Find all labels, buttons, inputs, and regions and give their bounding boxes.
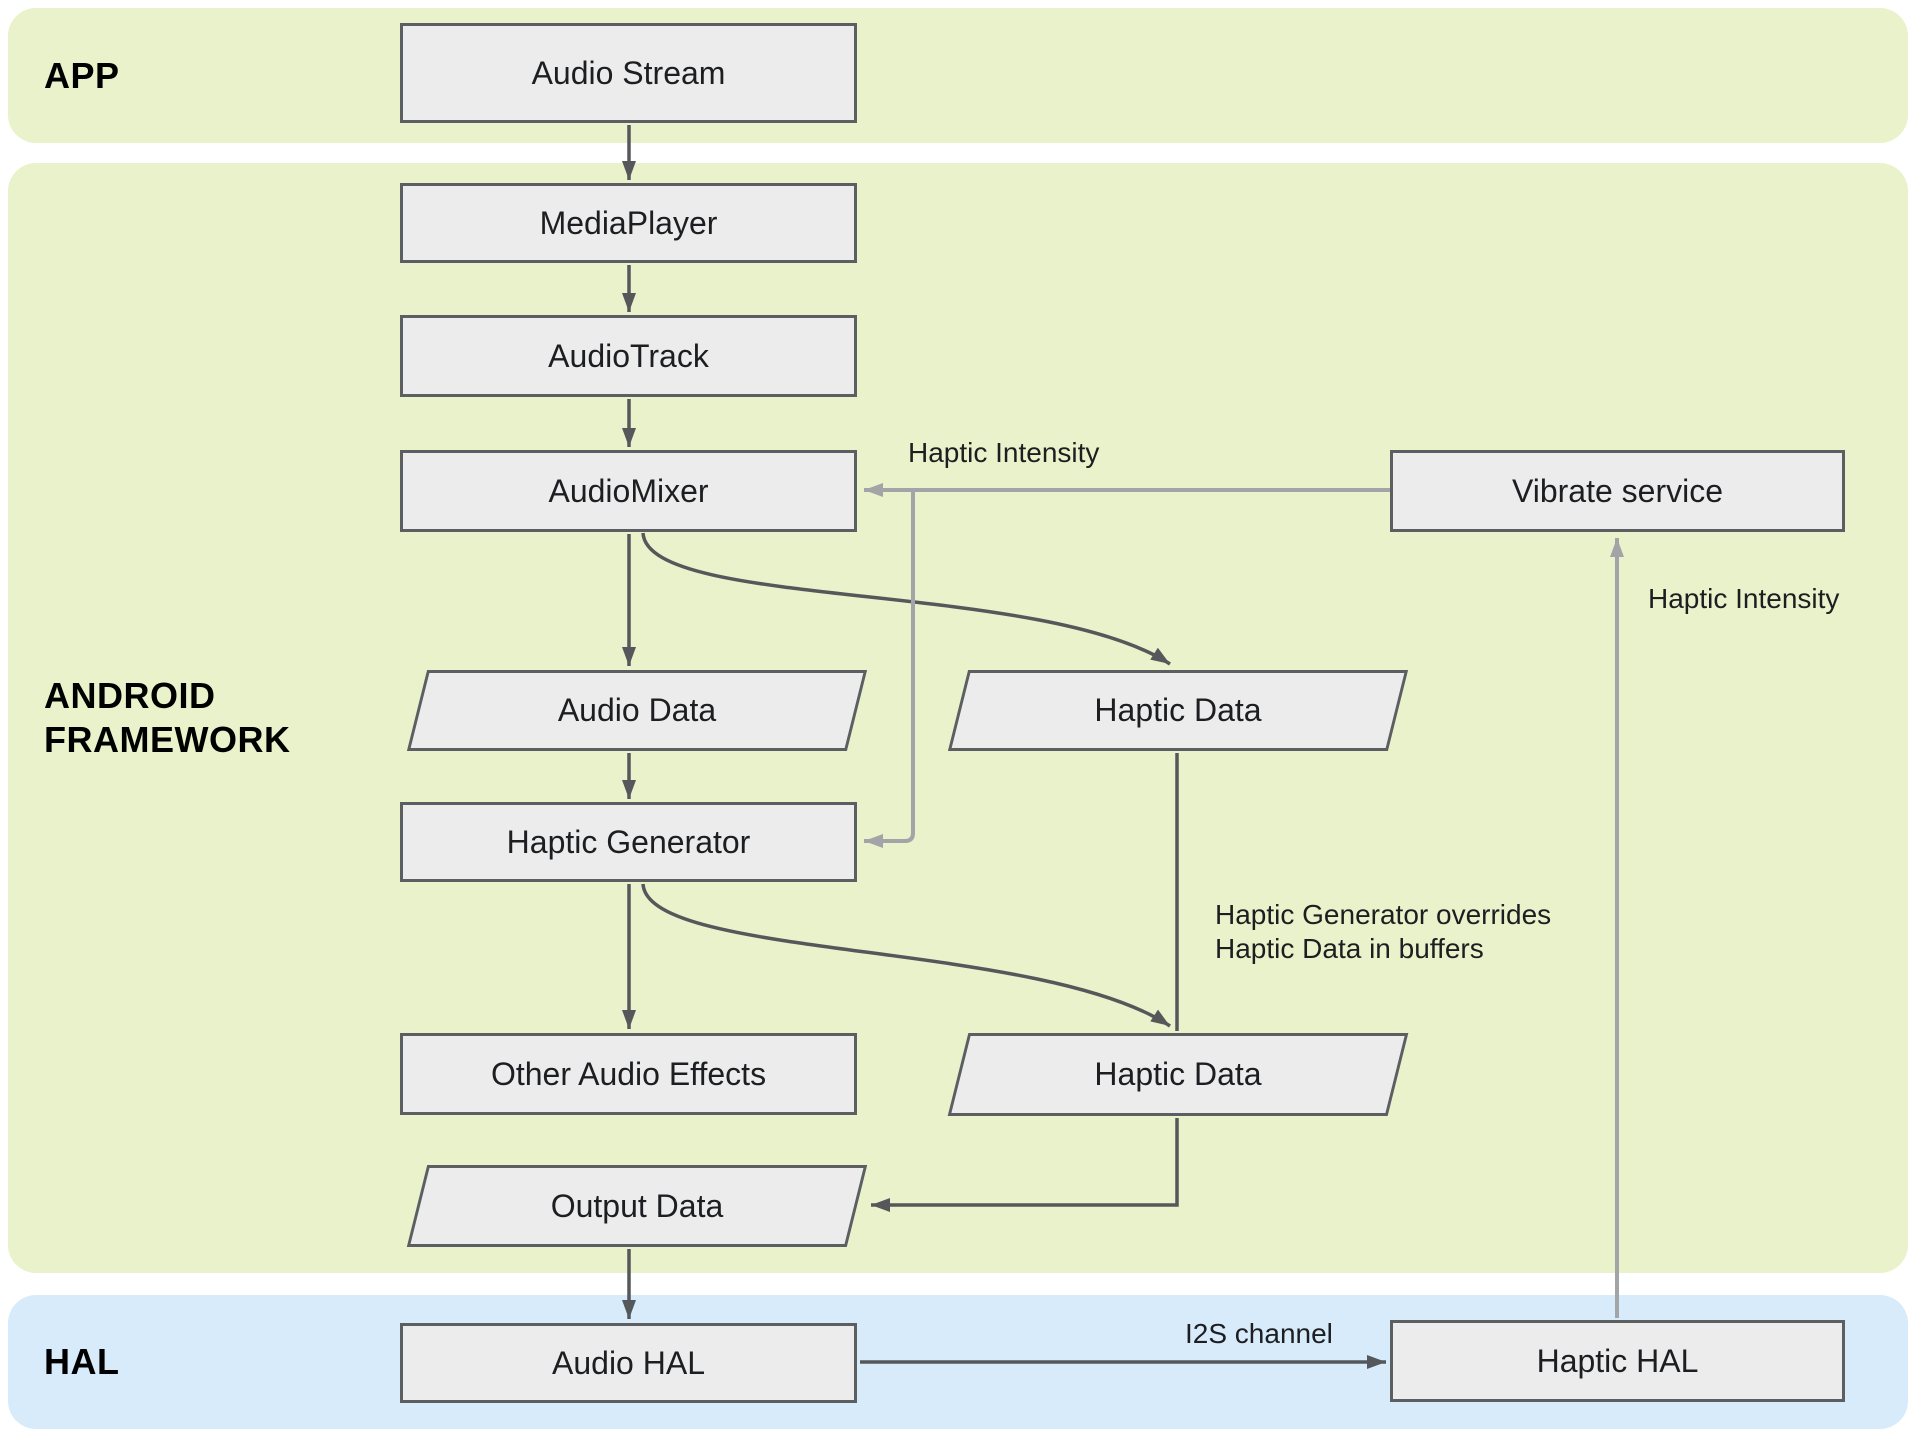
edge-haptic-generator-to-haptic-data-2 xyxy=(641,883,1171,1028)
node-audio-track-label: AudioTrack xyxy=(548,337,709,374)
node-other-audio-effects: Other Audio Effects xyxy=(400,1033,857,1115)
edge-vibrate-service-to-haptic-generator xyxy=(864,490,915,848)
node-audio-data: Audio Data xyxy=(406,670,868,751)
band-android-framework-label-line2: FRAMEWORK xyxy=(44,719,291,760)
node-output-data-label: Output Data xyxy=(550,1187,724,1224)
node-output-data: Output Data xyxy=(406,1165,868,1247)
node-audio-track: AudioTrack xyxy=(400,315,857,397)
edge-haptic-data-2-to-output-data xyxy=(871,1118,1179,1212)
node-haptic-data-2: Haptic Data xyxy=(947,1033,1409,1116)
node-audio-mixer-label: AudioMixer xyxy=(548,472,709,509)
node-vibrate-service: Vibrate service xyxy=(1390,450,1845,532)
label-i2s-channel: I2S channel xyxy=(1185,1318,1333,1349)
node-media-player: MediaPlayer xyxy=(400,183,857,263)
node-haptic-generator: Haptic Generator xyxy=(400,802,857,882)
label-haptic-intensity-mixer: Haptic Intensity xyxy=(908,437,1100,468)
label-override-note-line1: Haptic Generator overrides xyxy=(1215,899,1552,930)
node-other-audio-effects-label: Other Audio Effects xyxy=(490,1055,767,1092)
label-haptic-intensity-hal: Haptic Intensity xyxy=(1648,583,1840,614)
node-haptic-hal-label: Haptic HAL xyxy=(1536,1342,1699,1379)
band-app: APP xyxy=(8,8,1908,143)
node-haptic-hal: Haptic HAL xyxy=(1390,1320,1845,1402)
node-haptic-data-1-label: Haptic Data xyxy=(1094,692,1262,728)
node-audio-stream-label: Audio Stream xyxy=(531,54,726,91)
node-media-player-label: MediaPlayer xyxy=(539,204,718,241)
band-android-framework-label: ANDROID FRAMEWORK xyxy=(8,674,290,762)
node-haptic-generator-label: Haptic Generator xyxy=(506,823,751,860)
band-app-label: APP xyxy=(44,54,120,96)
band-android-framework-label-line1: ANDROID xyxy=(44,675,216,717)
node-audio-hal-label: Audio HAL xyxy=(552,1344,705,1381)
node-audio-stream: Audio Stream xyxy=(400,23,857,123)
node-audio-mixer: AudioMixer xyxy=(400,450,857,532)
edge-audio-mixer-to-haptic-data-1 xyxy=(641,532,1171,666)
node-haptic-data-1: Haptic Data xyxy=(947,670,1409,751)
band-hal-label: HAL xyxy=(44,1341,120,1383)
label-override-note-line2: Haptic Data in buffers xyxy=(1215,933,1484,965)
node-audio-hal: Audio HAL xyxy=(400,1323,857,1403)
node-haptic-data-2-label: Haptic Data xyxy=(1094,1056,1262,1092)
node-audio-data-label: Audio Data xyxy=(557,692,717,728)
node-vibrate-service-label: Vibrate service xyxy=(1511,472,1724,509)
label-haptic-generator-override-note: Haptic Generator overrides Haptic Data i… xyxy=(1215,898,1551,966)
